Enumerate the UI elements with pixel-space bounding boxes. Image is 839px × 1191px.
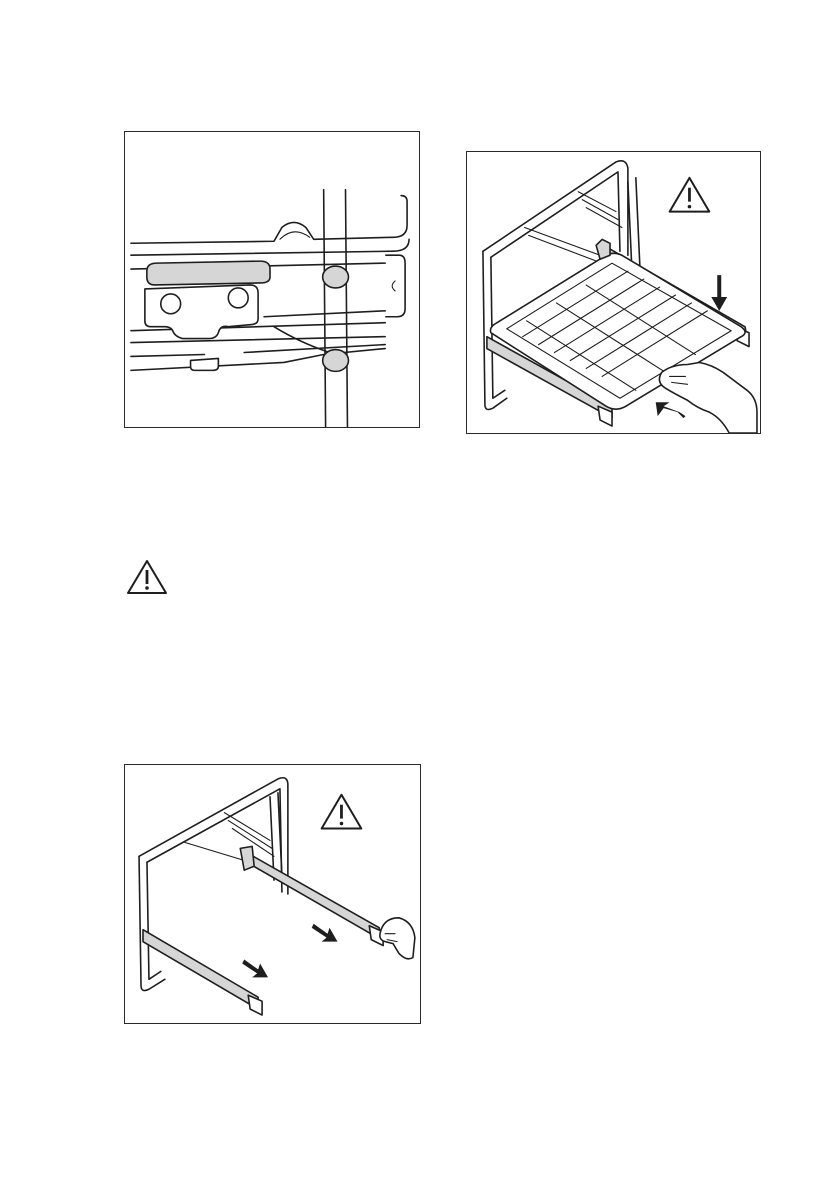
figure-rack-support-detail: [124, 131, 420, 428]
figure-insert-shelf: [466, 151, 761, 434]
warning-triangle-icon: [322, 795, 362, 829]
warning-triangle-icon: [670, 178, 710, 212]
insert-shelf-illustration: [467, 152, 760, 433]
arrow-out-icon: [312, 924, 338, 942]
pull-runner-illustration: [125, 765, 420, 1023]
hand-icon: [659, 363, 757, 433]
arrow-out-icon: [242, 959, 268, 977]
warning-triangle-icon: [125, 558, 169, 596]
rack-support-detail-illustration: [125, 132, 419, 427]
figure-pull-runner: [124, 764, 421, 1024]
arrow-in-icon: [656, 402, 686, 418]
arrow-down-icon: [711, 275, 727, 311]
standalone-warning-triangle: [125, 558, 169, 596]
hand-icon: [380, 918, 415, 959]
